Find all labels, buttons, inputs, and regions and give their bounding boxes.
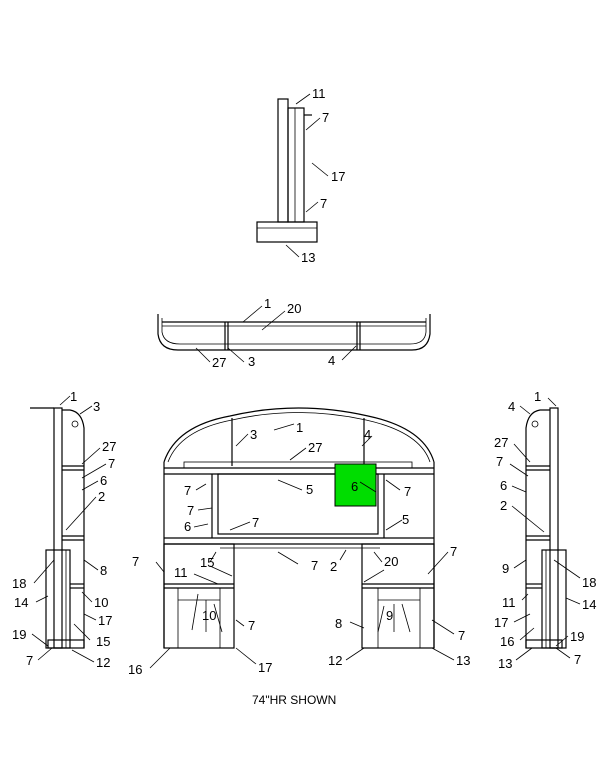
label-7: 7: [574, 652, 581, 667]
label-6: 6: [100, 473, 107, 488]
diagram-caption: 74"HR SHOWN: [252, 693, 336, 707]
label-27: 27: [212, 355, 226, 370]
label-17: 17: [331, 169, 345, 184]
label-9: 8: [335, 616, 342, 631]
label-15: 15: [96, 634, 110, 649]
label-13: 13: [301, 250, 315, 265]
label-16: 7: [458, 628, 465, 643]
label-27: 27: [308, 440, 322, 455]
label-7: 10: [202, 608, 216, 623]
highlighted-part-6[interactable]: [334, 463, 377, 507]
label-11: 11: [312, 86, 326, 101]
label-8: 8: [100, 563, 107, 578]
label-7: 5: [402, 512, 409, 527]
label-18: 18: [12, 576, 26, 591]
label-6: 7: [187, 503, 194, 518]
label-17: 17: [98, 613, 112, 628]
label-7: 9: [386, 608, 393, 623]
label-1: 1: [264, 296, 271, 311]
label-12: 17: [258, 660, 272, 675]
right-side-view: 1 4 27 7 6 2 9 18 11 14 17 16 19 13 7: [494, 389, 596, 671]
label-6: 6: [500, 478, 507, 493]
label-12: 12: [96, 655, 110, 670]
label-7: 7: [108, 456, 115, 471]
label-3: 3: [250, 427, 257, 442]
label-7: 15: [200, 555, 214, 570]
label-17: 16: [128, 662, 142, 677]
label-19: 19: [570, 629, 584, 644]
label-11: 7: [450, 544, 457, 559]
label-13: 13: [498, 656, 512, 671]
label-1: 1: [534, 389, 541, 404]
label-9: 9: [502, 561, 509, 576]
label-4: 4: [328, 353, 335, 368]
front-view: 1 3 4 27 7 5 6 7 7 6 7 5 7 15 7 2 20 7 1…: [128, 407, 470, 677]
label-20: 20: [287, 301, 301, 316]
label-20: 2: [330, 559, 337, 574]
label-2: 2: [98, 489, 105, 504]
label-11: 11: [502, 595, 516, 610]
label-13: 12: [328, 653, 342, 668]
label-17: 17: [494, 615, 508, 630]
top-side-view: 11 7 17 7 13: [256, 86, 345, 265]
label-4: 4: [364, 427, 371, 442]
label-6: 6: [351, 479, 358, 494]
label-17: 13: [456, 653, 470, 668]
label-10: 10: [94, 595, 108, 610]
label-1: 1: [296, 420, 303, 435]
label-10: 11: [174, 565, 188, 580]
label-7: 7: [320, 196, 327, 211]
label-1: 1: [70, 389, 77, 404]
label-7: 7: [404, 484, 411, 499]
label-15: 7: [132, 554, 139, 569]
label-2: 2: [500, 498, 507, 513]
label-27: 27: [494, 435, 508, 450]
label-14: 14: [582, 597, 596, 612]
label-7: 7: [496, 454, 503, 469]
label-3: 3: [93, 399, 100, 414]
label-5: 5: [306, 482, 313, 497]
label-14: 14: [14, 595, 28, 610]
label-4: 4: [508, 399, 515, 414]
label-18: 18: [582, 575, 596, 590]
left-side-view: 1 3 27 7 6 2 8 18 14 10 17 15 19 7 12: [12, 389, 116, 670]
label-5: 7: [252, 515, 259, 530]
label-27: 27: [102, 439, 116, 454]
plan-view: 1 20 27 3 4: [157, 296, 431, 370]
label-2: 7: [311, 558, 318, 573]
label-7: 20: [384, 554, 398, 569]
label-7: 7: [184, 483, 191, 498]
label-3: 3: [248, 354, 255, 369]
label-7: 7: [322, 110, 329, 125]
label-19: 19: [12, 627, 26, 642]
label-7: 6: [184, 519, 191, 534]
label-16: 16: [500, 634, 514, 649]
label-7: 7: [26, 653, 33, 668]
label-8: 7: [248, 618, 255, 633]
